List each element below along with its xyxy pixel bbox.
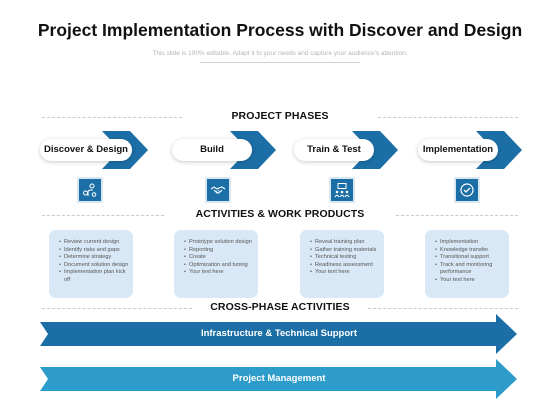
list-item: Your text here — [184, 269, 258, 277]
band-label: Project Management — [232, 373, 326, 384]
phase-label: Implementation — [418, 139, 498, 161]
team-training-icon — [329, 177, 355, 203]
activity-card-train-test: Reveal training plan Gather training mat… — [300, 230, 384, 298]
phase-label: Discover & Design — [40, 139, 132, 161]
section-divider-right — [396, 215, 518, 216]
check-circle-icon — [454, 177, 480, 203]
section-divider-left — [42, 308, 192, 309]
phase-discover-design[interactable]: Discover & Design — [40, 131, 152, 169]
list-item: Identify risks and gaps — [59, 247, 133, 255]
section-project-phases: PROJECT PHASES — [42, 110, 518, 124]
list-item: Transitional support — [435, 254, 509, 262]
section-label: ACTIVITIES & WORK PRODUCTS — [187, 208, 373, 220]
subtitle-divider — [200, 62, 360, 63]
list-item: Reporting — [184, 247, 258, 255]
list-item: Prototype solution design — [184, 239, 258, 247]
list-item: Knowledge transfer — [435, 247, 509, 255]
page-title: Project Implementation Process with Disc… — [37, 20, 523, 40]
list-item: Optimization and tuning — [184, 262, 258, 270]
list-item: Your text here — [310, 269, 384, 277]
section-divider-left — [42, 215, 164, 216]
list-item: Implementation — [435, 239, 509, 247]
section-label: CROSS-PHASE ACTIVITIES — [202, 301, 358, 313]
phase-build[interactable]: Build — [172, 131, 280, 169]
phase-label: Build — [172, 139, 252, 161]
list-item: Gather training materials — [310, 247, 384, 255]
phase-train-test[interactable]: Train & Test — [294, 131, 402, 169]
list-item: Document solution design — [59, 262, 133, 270]
cross-phase-band-infrastructure[interactable]: Infrastructure & Technical Support — [40, 312, 518, 356]
list-item: Readiness assessment — [310, 262, 384, 270]
activity-card-build: Prototype solution design Reporting Crea… — [174, 230, 258, 298]
activity-card-discover-design: Review current design Identify risks and… — [49, 230, 133, 298]
page-subtitle: This slide is 100% editable. Adapt it to… — [152, 50, 408, 57]
list-item: Determine strategy — [59, 254, 133, 262]
phase-implementation[interactable]: Implementation — [418, 131, 526, 169]
activity-card-implementation: Implementation Knowledge transfer Transi… — [425, 230, 509, 298]
list-item: Track and monitoring performance — [435, 262, 509, 277]
band-arrow-icon — [40, 359, 517, 399]
handshake-icon — [205, 177, 231, 203]
band-arrow-icon — [40, 314, 517, 354]
section-label: PROJECT PHASES — [223, 110, 337, 122]
list-item: Technical testing — [310, 254, 384, 262]
list-item: Implementation plan kick off — [59, 269, 133, 284]
section-divider-left — [42, 117, 182, 118]
cross-phase-band-project-management[interactable]: Project Management — [40, 357, 518, 401]
section-divider-right — [368, 308, 518, 309]
band-label: Infrastructure & Technical Support — [200, 328, 358, 339]
list-item: Your text here — [435, 277, 509, 285]
person-gear-icon — [77, 177, 103, 203]
section-divider-right — [378, 117, 518, 118]
section-activities: ACTIVITIES & WORK PRODUCTS — [42, 208, 518, 222]
list-item: Review current design — [59, 239, 133, 247]
list-item: Create — [184, 254, 258, 262]
phase-label: Train & Test — [294, 139, 374, 161]
list-item: Reveal training plan — [310, 239, 384, 247]
section-cross-phase: CROSS-PHASE ACTIVITIES — [42, 301, 518, 315]
